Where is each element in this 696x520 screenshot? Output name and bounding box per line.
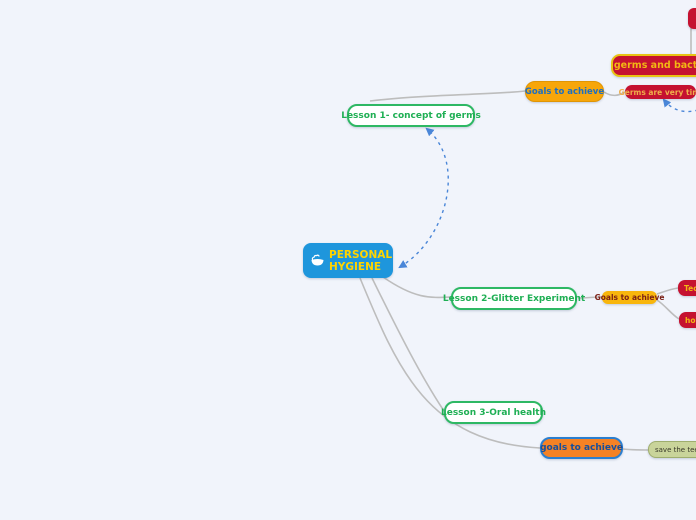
connector-root-lesson2 (382, 276, 452, 299)
connector-lesson1-goals1 (369, 90, 526, 102)
node-lesson-3-label: Lesson 3-Oral health (440, 407, 547, 418)
node-goals-to-achieve-lesson2[interactable]: Goals to achieve (595, 291, 664, 304)
connector-lesson2-goals2 (577, 296, 603, 299)
node-how-germs-clipped[interactable]: how g (679, 312, 696, 328)
node-techniques-label: Techn (684, 283, 696, 293)
relationship-root-lesson1 (398, 127, 449, 269)
node-lesson-2[interactable]: Lesson 2-Glitter Experiment (443, 287, 585, 310)
connector-goals1-germs-tiny (603, 91, 626, 97)
node-germs-and-bacteria[interactable]: germs and bacteria (611, 54, 696, 77)
node-lesson-1-label: Lesson 1- concept of germs (341, 110, 481, 121)
node-techniques-clipped[interactable]: Techn (678, 280, 696, 296)
node-goals3-label: goals to achieve (540, 443, 623, 453)
connector-goals2-how-germs (656, 299, 680, 320)
connector-goals3-save-teeth (622, 448, 649, 451)
node-how-germs-label: how g (685, 315, 696, 325)
node-lesson-1[interactable]: Lesson 1- concept of germs (341, 104, 481, 127)
node-save-the-teeth[interactable]: save the teeth f (648, 441, 696, 458)
node-goals-to-achieve-lesson1[interactable]: Goals to achieve (525, 81, 604, 102)
connector-goals2-techniques (656, 287, 679, 295)
relationship-germs-tiny-offscreen (662, 98, 696, 113)
node-save-teeth-label: save the teeth f (655, 445, 696, 454)
node-goals-to-achieve-lesson3[interactable]: goals to achieve (540, 437, 623, 459)
node-lesson-2-label: Lesson 2-Glitter Experiment (442, 293, 586, 304)
node-offscreen-top-right[interactable] (688, 8, 696, 29)
node-germs-tiny-label: Germs are very tiny (618, 87, 696, 97)
node-goals2-label: Goals to achieve (594, 293, 665, 302)
node-lesson-3[interactable]: Lesson 3-Oral health (440, 401, 547, 424)
node-germs-bacteria-label: germs and bacteria (613, 60, 696, 71)
soap-icon (311, 254, 324, 266)
connector-root-lesson3 (371, 277, 445, 412)
node-germs-are-very-tiny[interactable]: Germs are very tiny (619, 85, 696, 99)
root-label: PERSONAL HYGIENE (329, 248, 393, 273)
connector-root-goals3 (359, 277, 541, 449)
root-node-personal-hygiene[interactable]: PERSONAL HYGIENE (303, 243, 393, 278)
node-goals1-label: Goals to achieve (524, 86, 605, 97)
